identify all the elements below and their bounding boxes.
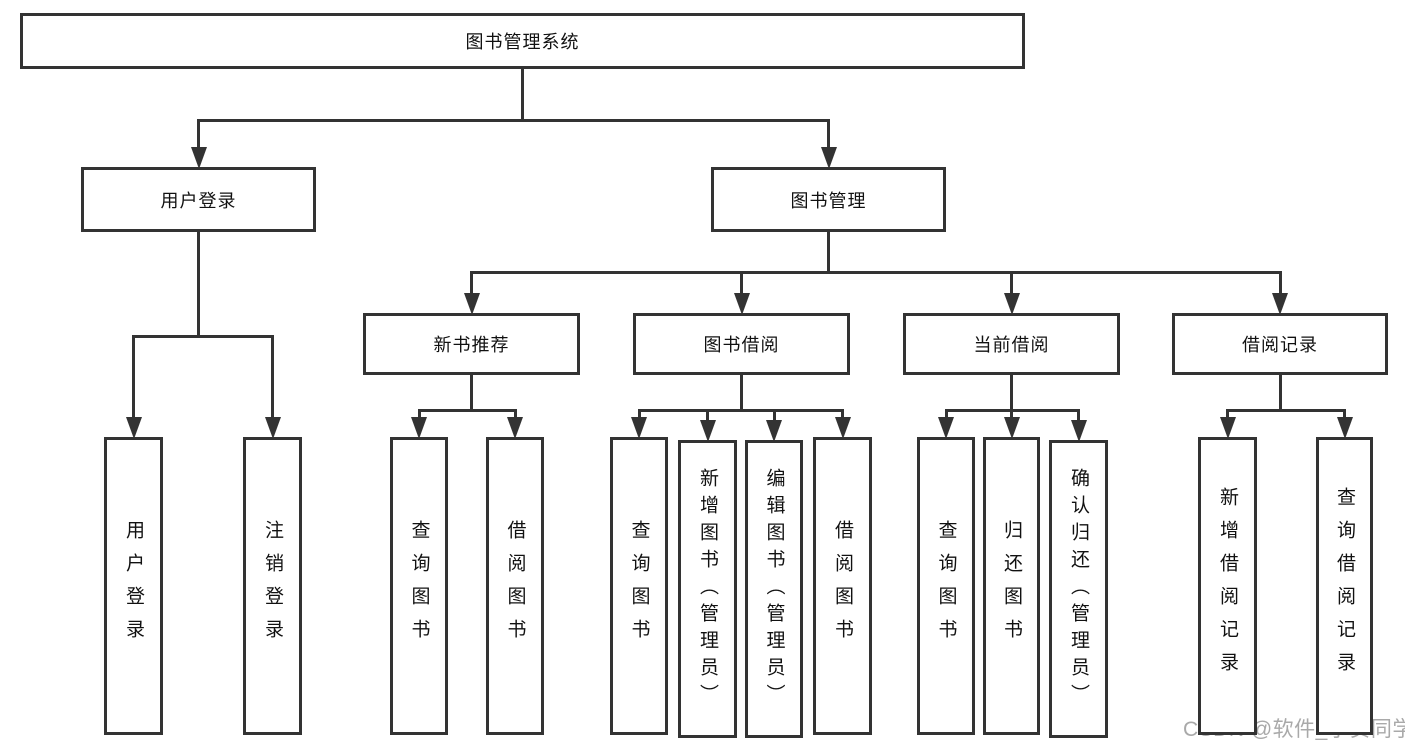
node-current-borrow: 当前借阅	[903, 313, 1120, 375]
connector-line	[1226, 408, 1346, 412]
connector-line	[417, 410, 421, 423]
node-root: 图书管理系统	[20, 13, 1025, 69]
node-label: 编辑图书（管理员）	[763, 467, 785, 711]
connector-line	[1010, 375, 1013, 412]
node-label: 图书借阅	[703, 335, 780, 355]
arrow-down-icon	[1272, 293, 1288, 315]
node-label: 查询图书	[935, 520, 957, 652]
node-label: 借阅记录	[1242, 335, 1318, 355]
arrow-down-icon	[1003, 293, 1020, 315]
node-label: 用户登录	[160, 190, 237, 211]
node-label: 查询图书	[408, 520, 430, 652]
connector-line	[1010, 272, 1013, 299]
node-bb-query: 查询图书	[610, 437, 668, 735]
connector-line	[740, 375, 743, 412]
arrow-down-icon	[1336, 417, 1353, 439]
node-label: 当前借阅	[973, 335, 1050, 355]
arrow-down-icon	[1219, 417, 1236, 439]
node-user-login: 用户登录	[81, 167, 316, 232]
arrow-down-icon	[766, 420, 782, 442]
connector-line	[470, 270, 1282, 274]
node-bb-edit: 编辑图书（管理员）	[745, 440, 803, 738]
node-borrow-record: 借阅记录	[1172, 313, 1388, 375]
node-label: 用户登录	[123, 520, 144, 652]
arrow-down-icon	[507, 417, 523, 439]
arrow-down-icon	[834, 417, 851, 439]
node-label: 新增借阅记录	[1217, 487, 1238, 685]
node-label: 确认归还（管理员）	[1068, 467, 1089, 711]
node-label: 图书管理系统	[465, 32, 580, 52]
connector-line	[944, 410, 948, 423]
connector-line	[470, 272, 473, 299]
node-cb-return: 归还图书	[983, 437, 1040, 735]
connector-line	[772, 410, 776, 426]
node-label: 借阅图书	[504, 520, 526, 652]
connector-line	[827, 232, 830, 274]
arrow-down-icon	[699, 420, 716, 442]
node-nb-query: 查询图书	[390, 437, 448, 735]
connector-line	[521, 69, 524, 122]
connector-line	[841, 410, 844, 423]
connector-line	[1077, 410, 1080, 426]
node-label: 新增图书（管理员）	[697, 467, 718, 711]
node-book-borrow: 图书借阅	[633, 313, 850, 375]
arrow-down-icon	[190, 147, 207, 169]
arrow-down-icon	[411, 417, 427, 439]
arrow-down-icon	[264, 417, 281, 439]
connector-line	[1226, 410, 1229, 423]
connector-line	[1010, 410, 1013, 423]
node-logout: 注销登录	[243, 437, 302, 735]
connector-line	[740, 272, 743, 299]
connector-line	[513, 410, 517, 423]
arrow-down-icon	[820, 147, 837, 169]
node-user-login-leaf: 用户登录	[104, 437, 163, 735]
connector-line	[1278, 375, 1282, 412]
connector-line	[637, 408, 844, 412]
connector-line	[827, 120, 830, 153]
node-label: 查询图书	[628, 520, 650, 652]
arrow-down-icon	[1070, 420, 1087, 442]
connector-line	[706, 410, 709, 426]
node-bb-add: 新增图书（管理员）	[678, 440, 737, 738]
arrow-down-icon	[125, 417, 142, 439]
node-label: 图书管理	[790, 190, 867, 211]
node-label: 注销登录	[262, 520, 283, 652]
connector-line	[417, 408, 517, 412]
arrow-down-icon	[938, 417, 954, 439]
arrow-down-icon	[463, 293, 480, 315]
connector-line	[1278, 272, 1282, 299]
node-new-book-rec: 新书推荐	[363, 313, 580, 375]
arrow-down-icon	[1003, 417, 1020, 439]
connector-line	[197, 232, 200, 338]
node-cb-query: 查询图书	[917, 437, 975, 735]
node-label: 借阅图书	[832, 520, 853, 652]
node-book-mgmt: 图书管理	[711, 167, 946, 232]
node-nb-borrow: 借阅图书	[486, 437, 544, 735]
connector-line	[132, 336, 135, 423]
node-label: 查询借阅记录	[1334, 487, 1355, 685]
connector-line	[197, 120, 200, 153]
connector-line	[470, 375, 473, 412]
node-br-add: 新增借阅记录	[1198, 437, 1257, 735]
connector-line	[271, 336, 274, 423]
node-label: 归还图书	[1001, 520, 1022, 652]
node-cb-confirm: 确认归还（管理员）	[1049, 440, 1108, 738]
arrow-down-icon	[733, 293, 750, 315]
connector-line	[1343, 410, 1346, 423]
node-label: 新书推荐	[433, 335, 510, 355]
connector-line	[132, 334, 274, 338]
node-br-query: 查询借阅记录	[1316, 437, 1373, 735]
connector-line	[637, 410, 641, 423]
node-bb-borrow: 借阅图书	[813, 437, 872, 735]
connector-line	[197, 118, 830, 122]
arrow-down-icon	[631, 417, 647, 439]
